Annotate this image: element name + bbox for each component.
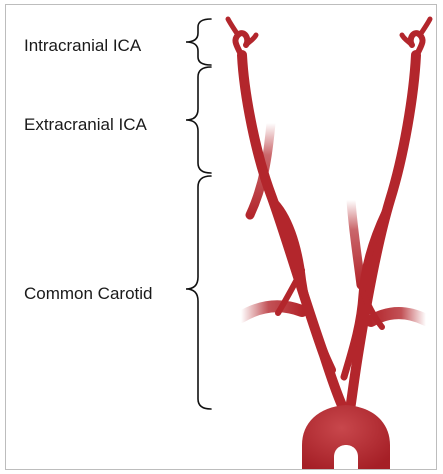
- diagram-frame: Intracranial ICA Extracranial ICA Common…: [5, 4, 437, 470]
- external-carotid-branches: [250, 123, 361, 285]
- bracket-common-carotid: [186, 176, 211, 409]
- aortic-arch: [302, 405, 390, 470]
- bracket-group: [186, 19, 211, 409]
- left-carotid-artery: [228, 19, 344, 410]
- label-common-carotid: Common Carotid: [24, 284, 153, 304]
- carotid-artery-illustration: [6, 5, 437, 470]
- label-intracranial-ica: Intracranial ICA: [24, 36, 141, 56]
- right-carotid-artery: [344, 19, 430, 410]
- label-extracranial-ica: Extracranial ICA: [24, 115, 147, 135]
- side-branches: [241, 306, 426, 321]
- bracket-intracranial: [186, 19, 211, 65]
- bracket-extracranial: [186, 67, 211, 173]
